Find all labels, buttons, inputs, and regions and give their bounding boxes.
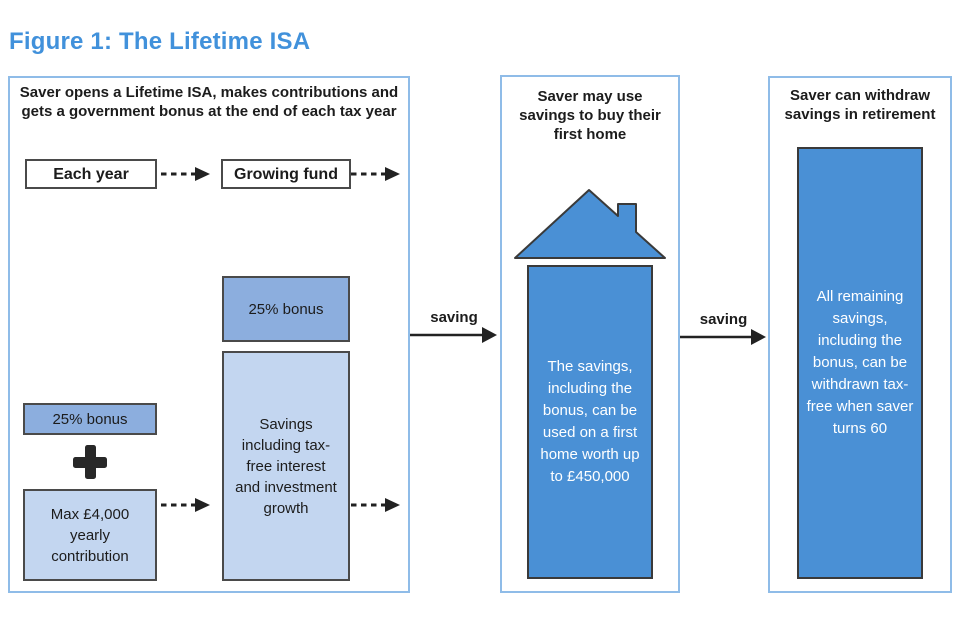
dashed-arrow-icon [351, 498, 400, 512]
panel-first-home: Saver may use savings to buy their first… [500, 75, 680, 593]
house-roof-icon [514, 189, 666, 259]
plus-icon [72, 444, 108, 480]
dashed-arrow-icon [351, 167, 400, 181]
panel-accumulation: Saver opens a Lifetime ISA, makes contri… [8, 76, 410, 593]
retirement-savings-text: All remaining savings, including the bon… [806, 288, 914, 437]
bonus-on-contribution-box: 25% bonus [23, 403, 157, 435]
home-savings-rect: The savings, including the bonus, can be… [527, 265, 653, 579]
savings-growth-box: Savings including tax-free interest and … [222, 351, 350, 581]
home-savings-text: The savings, including the bonus, can be… [540, 358, 640, 485]
each-year-box: Each year [25, 159, 157, 189]
panel-accumulation-title: Saver opens a Lifetime ISA, makes contri… [19, 84, 399, 120]
panel-retirement-title: Saver can withdraw savings in retirement [784, 87, 936, 123]
saving-label: saving [699, 311, 748, 328]
dashed-arrow-icon [161, 498, 210, 512]
max-contribution-box: Max £4,000 yearly contribution [23, 489, 157, 581]
figure-title: Figure 1: The Lifetime ISA [9, 28, 311, 55]
solid-arrow-icon [680, 329, 766, 345]
panel-first-home-title: Saver may use savings to buy their first… [519, 88, 661, 143]
saving-label: saving [430, 309, 478, 326]
bonus-on-fund-box: 25% bonus [222, 276, 350, 342]
saving-arrow-left: saving [410, 309, 498, 343]
growing-fund-box: Growing fund [221, 159, 351, 189]
solid-arrow-icon [410, 327, 497, 343]
dashed-arrow-icon [161, 167, 210, 181]
panel-retirement: Saver can withdraw savings in retirement… [768, 76, 952, 593]
saving-arrow-right: saving [680, 311, 767, 345]
retirement-savings-rect: All remaining savings, including the bon… [797, 147, 923, 579]
